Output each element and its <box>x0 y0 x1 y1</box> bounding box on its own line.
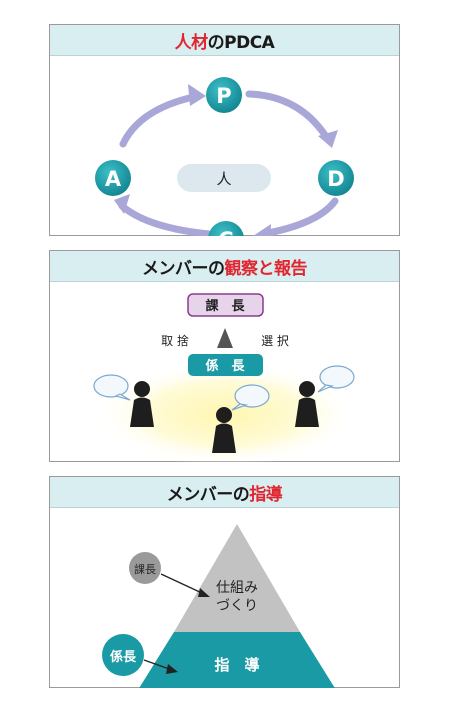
speech-bubbles <box>93 365 355 411</box>
manager-badge <box>187 293 264 317</box>
arrow-d-to-c <box>259 197 339 236</box>
top-tier-label-line1: 仕組み <box>216 580 258 596</box>
manager-arrowhead <box>198 588 210 597</box>
arrow-c-to-a <box>118 202 213 236</box>
guidance-panel-title: メンバーの指導 <box>50 477 399 508</box>
center-person-label: 人 <box>216 170 231 188</box>
guidance-pyramid-diagram: 仕組み づくり 指 導 課長 係長 <box>102 524 335 688</box>
arrow-a-to-p <box>119 92 202 148</box>
chief-circle-label: 係長 <box>110 649 137 665</box>
chief-badge-label: 係 長 <box>205 358 245 374</box>
cycle-arrowheads <box>114 84 338 236</box>
guidance-panel: メンバーの指導 仕組み づくり 指 導 課長 係長 <box>49 476 400 688</box>
check-label: C <box>218 228 233 236</box>
observation-panel: メンバーの観察と報告 課 長 取 捨 選 択 係 長 <box>49 250 400 462</box>
pyramid-bottom-tier <box>139 632 335 688</box>
arrowhead-p <box>188 84 206 106</box>
plan-node: P <box>206 77 242 113</box>
chief-circle <box>102 634 144 676</box>
plan-label: P <box>216 84 231 108</box>
act-node: A <box>95 160 131 196</box>
observation-title-rest: メンバーの <box>142 258 225 279</box>
arrowhead-a <box>114 194 130 214</box>
arrow-p-to-d <box>245 90 331 142</box>
pdca-panel: 人材のPDCA <box>49 24 400 236</box>
guidance-title-accent: 指導 <box>249 484 283 505</box>
member-figures <box>130 381 319 453</box>
right-selection-label: 選 択 <box>261 334 289 348</box>
manager-arrow <box>160 573 205 595</box>
guidance-title-rest: メンバーの <box>166 484 250 505</box>
speech-bubble-left <box>93 374 131 401</box>
manager-badge-label: 課 長 <box>205 298 245 314</box>
member-figure-right <box>295 381 319 427</box>
bottom-tier-label: 指 導 <box>214 656 259 674</box>
arrowhead-d <box>318 130 338 148</box>
chief-badge <box>188 354 263 376</box>
member-figure-center <box>212 407 236 453</box>
check-node: C <box>208 221 244 236</box>
pdca-title-accent: 人材 <box>174 32 209 53</box>
speech-bubble-right <box>317 365 355 393</box>
selection-triangle <box>217 328 233 348</box>
manager-circle <box>129 552 161 584</box>
observation-panel-title: メンバーの観察と報告 <box>50 251 399 282</box>
speech-bubble-center <box>231 384 270 411</box>
do-node: D <box>318 160 354 196</box>
pdca-title-rest: のPDCA <box>207 32 275 53</box>
act-label: A <box>105 167 122 191</box>
observation-diagram: 課 長 取 捨 選 択 係 長 <box>93 293 356 462</box>
member-figure-left <box>130 381 154 427</box>
manager-circle-label: 課長 <box>134 562 156 576</box>
do-label: D <box>327 167 344 191</box>
arrowhead-c <box>253 224 271 236</box>
pyramid-top-tier <box>174 524 300 632</box>
observation-title-accent: 観察と報告 <box>224 258 308 279</box>
center-person-pill <box>177 164 271 192</box>
cycle-arrows <box>118 90 339 236</box>
chief-arrowhead <box>166 664 178 674</box>
pdca-panel-title: 人材のPDCA <box>50 25 399 56</box>
pdca-cycle-diagram: 人 P D C A <box>95 77 354 236</box>
top-tier-label-line2: づくり <box>216 598 258 614</box>
left-selection-label: 取 捨 <box>161 333 189 348</box>
